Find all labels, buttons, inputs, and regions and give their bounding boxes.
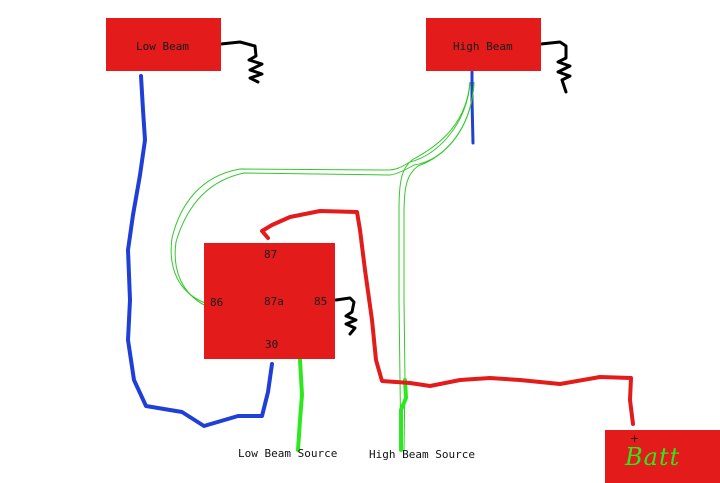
relay-box: 87 86 87a 85 30 <box>204 243 335 359</box>
ground-symbol-low-beam <box>219 40 264 84</box>
thick-green-wire-hb-source <box>399 378 408 452</box>
thin-green-wire-to-hb-source-b <box>403 83 475 451</box>
relay-pin-30: 30 <box>265 338 279 351</box>
blue-wire-high-beam-stub <box>470 70 475 145</box>
relay-pin-85: 85 <box>314 295 328 308</box>
high-beam-box: High Beam <box>426 18 541 71</box>
high-beam-source-caption: High Beam Source <box>369 448 475 461</box>
relay-pin-87: 87 <box>264 248 278 261</box>
relay-pin-87a: 87a <box>264 295 284 308</box>
battery-label: Batt <box>625 443 681 471</box>
thin-green-wire-a <box>170 81 471 304</box>
thin-green-wire-to-hb-source-a <box>398 81 471 451</box>
high-beam-label: High Beam <box>453 40 513 53</box>
relay-pin-86: 86 <box>210 296 224 309</box>
battery-box: + Batt <box>605 430 720 483</box>
battery-positive-mark: + <box>630 432 640 445</box>
low-beam-source-caption: Low Beam Source <box>238 447 338 460</box>
red-wire-battery-to-87 <box>260 209 635 426</box>
low-beam-label: Low Beam <box>136 40 189 53</box>
low-beam-box: Low Beam <box>106 18 221 71</box>
ground-symbol-relay-85 <box>334 296 358 336</box>
ground-symbol-high-beam <box>539 40 572 94</box>
blue-wire-low-beam-to-30 <box>126 74 274 428</box>
